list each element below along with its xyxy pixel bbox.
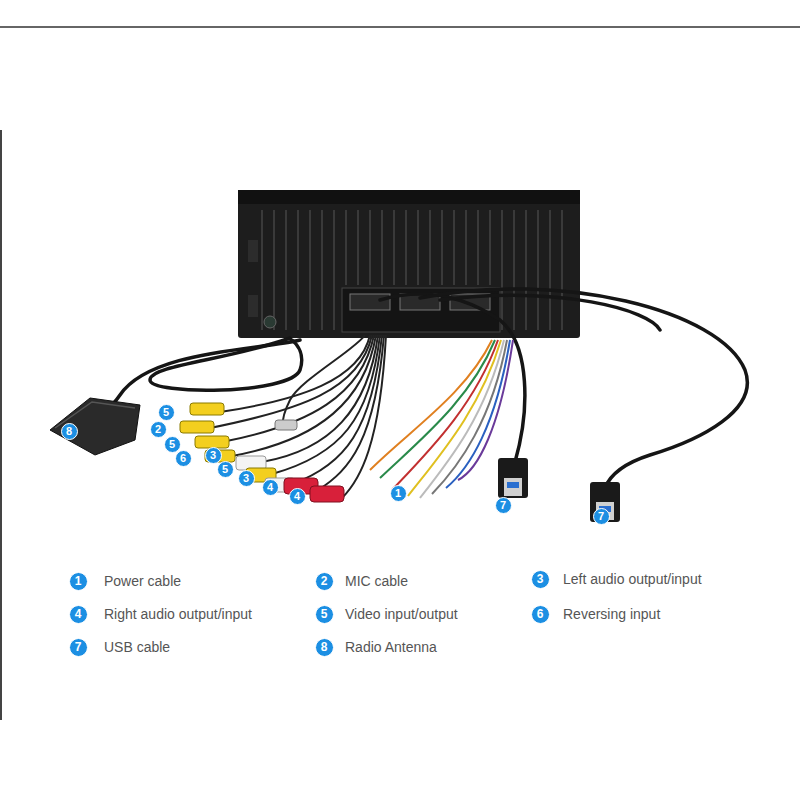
frame-line bbox=[0, 130, 2, 720]
power-wire bbox=[370, 340, 513, 498]
callout-number: 2 bbox=[150, 421, 167, 438]
callout-number: 8 bbox=[61, 423, 78, 440]
legend-text: Video input/output bbox=[345, 605, 458, 623]
legend-text: Reversing input bbox=[563, 605, 660, 623]
callout-number: 4 bbox=[69, 605, 88, 624]
legend-text: MIC cable bbox=[345, 572, 408, 590]
callout-number: 1 bbox=[390, 485, 407, 502]
legend-text: Right audio output/input bbox=[104, 605, 252, 623]
legend-text: Left audio output/input bbox=[563, 570, 702, 588]
legend-text: Power cable bbox=[104, 572, 181, 590]
legend-text: Radio Antenna bbox=[345, 638, 437, 656]
callout-number: 3 bbox=[531, 570, 550, 589]
callout-number: 3 bbox=[238, 470, 255, 487]
callout-number: 7 bbox=[495, 497, 512, 514]
callout-number: 8 bbox=[315, 638, 334, 657]
callout-number: 1 bbox=[69, 572, 88, 591]
callout-number: 4 bbox=[262, 479, 279, 496]
legend-text: USB cable bbox=[104, 638, 170, 656]
callout-number: 5 bbox=[164, 436, 181, 453]
rca-plug bbox=[180, 403, 344, 502]
callout-number: 6 bbox=[175, 450, 192, 467]
callout-number: 5 bbox=[158, 404, 175, 421]
frame-line bbox=[0, 26, 800, 28]
head-unit bbox=[238, 190, 580, 338]
callout-number: 7 bbox=[69, 638, 88, 657]
callout-number: 5 bbox=[315, 605, 334, 624]
callout-number: 2 bbox=[315, 572, 334, 591]
antenna-puck bbox=[50, 398, 140, 455]
callout-number: 5 bbox=[217, 461, 234, 478]
rca-harness bbox=[210, 335, 386, 498]
callout-number: 7 bbox=[593, 508, 610, 525]
callout-number: 4 bbox=[289, 488, 306, 505]
callout-number: 6 bbox=[531, 605, 550, 624]
callout-number: 3 bbox=[205, 447, 222, 464]
